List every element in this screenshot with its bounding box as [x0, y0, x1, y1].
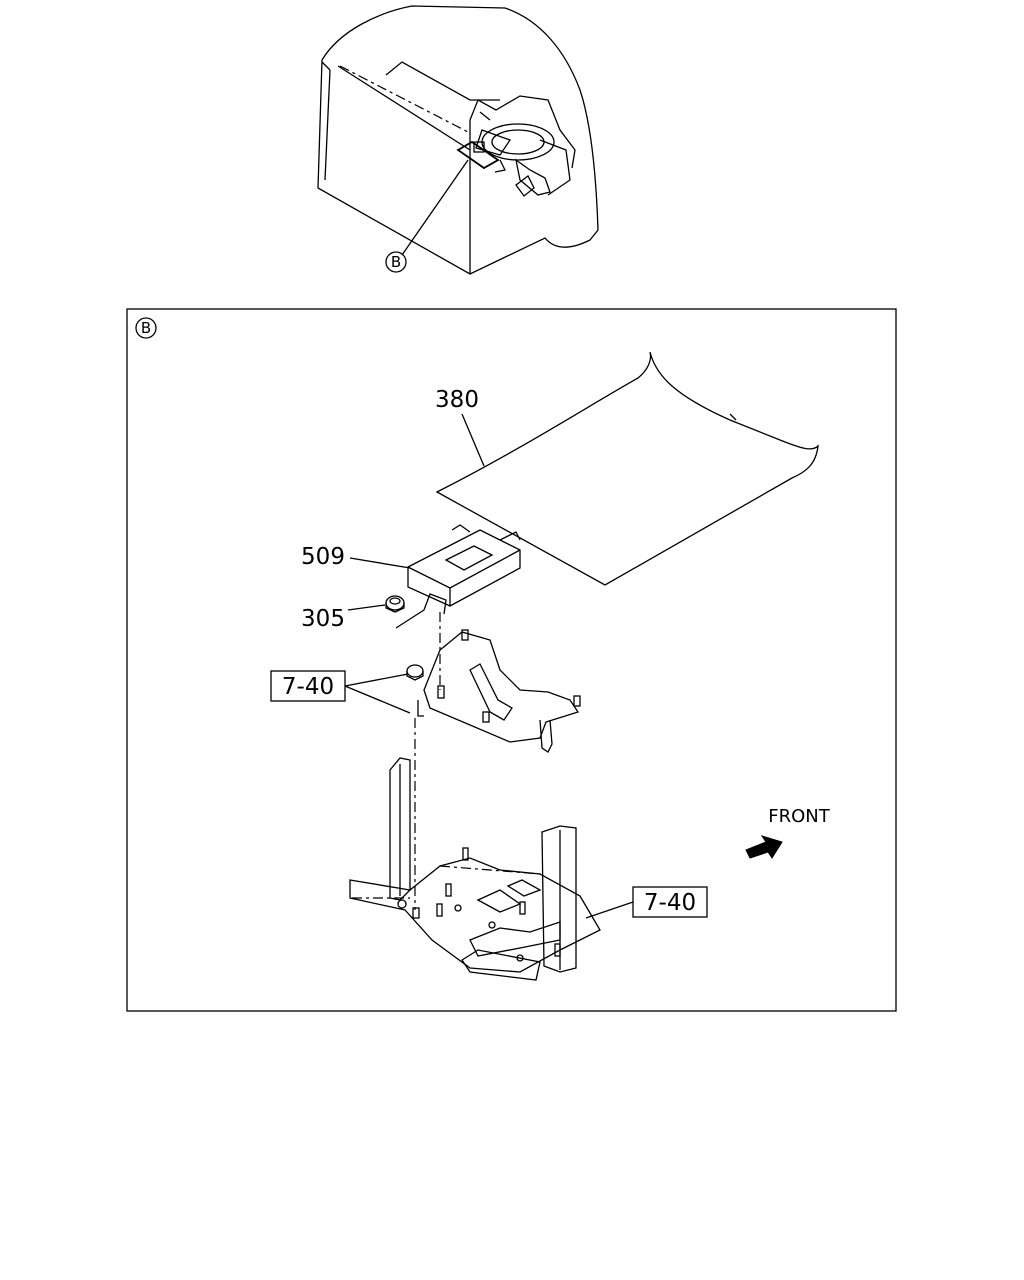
ref-7-40-left: 7-40 [270, 670, 411, 714]
overview-callout-b: B [385, 251, 407, 273]
front-direction-indicator: FRONT [745, 806, 831, 859]
callout-509: 509 [301, 544, 411, 570]
callout-380: 380 [435, 387, 485, 467]
callout-509-text: 509 [301, 544, 345, 570]
detail-view-frame [126, 308, 897, 1012]
front-arrow-icon [745, 835, 783, 859]
ref-7-40-right: 7-40 [585, 886, 708, 919]
ref-7-40-left-text: 7-40 [282, 674, 334, 700]
upper-mounting-bracket [417, 629, 581, 753]
callout-305: 305 [301, 604, 386, 632]
detail-view-label: B [135, 317, 157, 339]
detail-view-label-text: B [141, 319, 151, 337]
cab-overview-illustration [317, 5, 599, 275]
callout-305-text: 305 [301, 606, 345, 632]
bolt-7-40-left [406, 664, 424, 681]
front-label: FRONT [768, 806, 830, 827]
part-509-control-unit [395, 524, 521, 629]
part-305-nut [385, 595, 405, 613]
overview-callout-b-text: B [391, 253, 401, 271]
part-380-sheet [435, 351, 819, 586]
lower-frame-structure [349, 757, 601, 981]
callout-380-text: 380 [435, 387, 479, 413]
ref-7-40-right-text: 7-40 [644, 890, 696, 916]
